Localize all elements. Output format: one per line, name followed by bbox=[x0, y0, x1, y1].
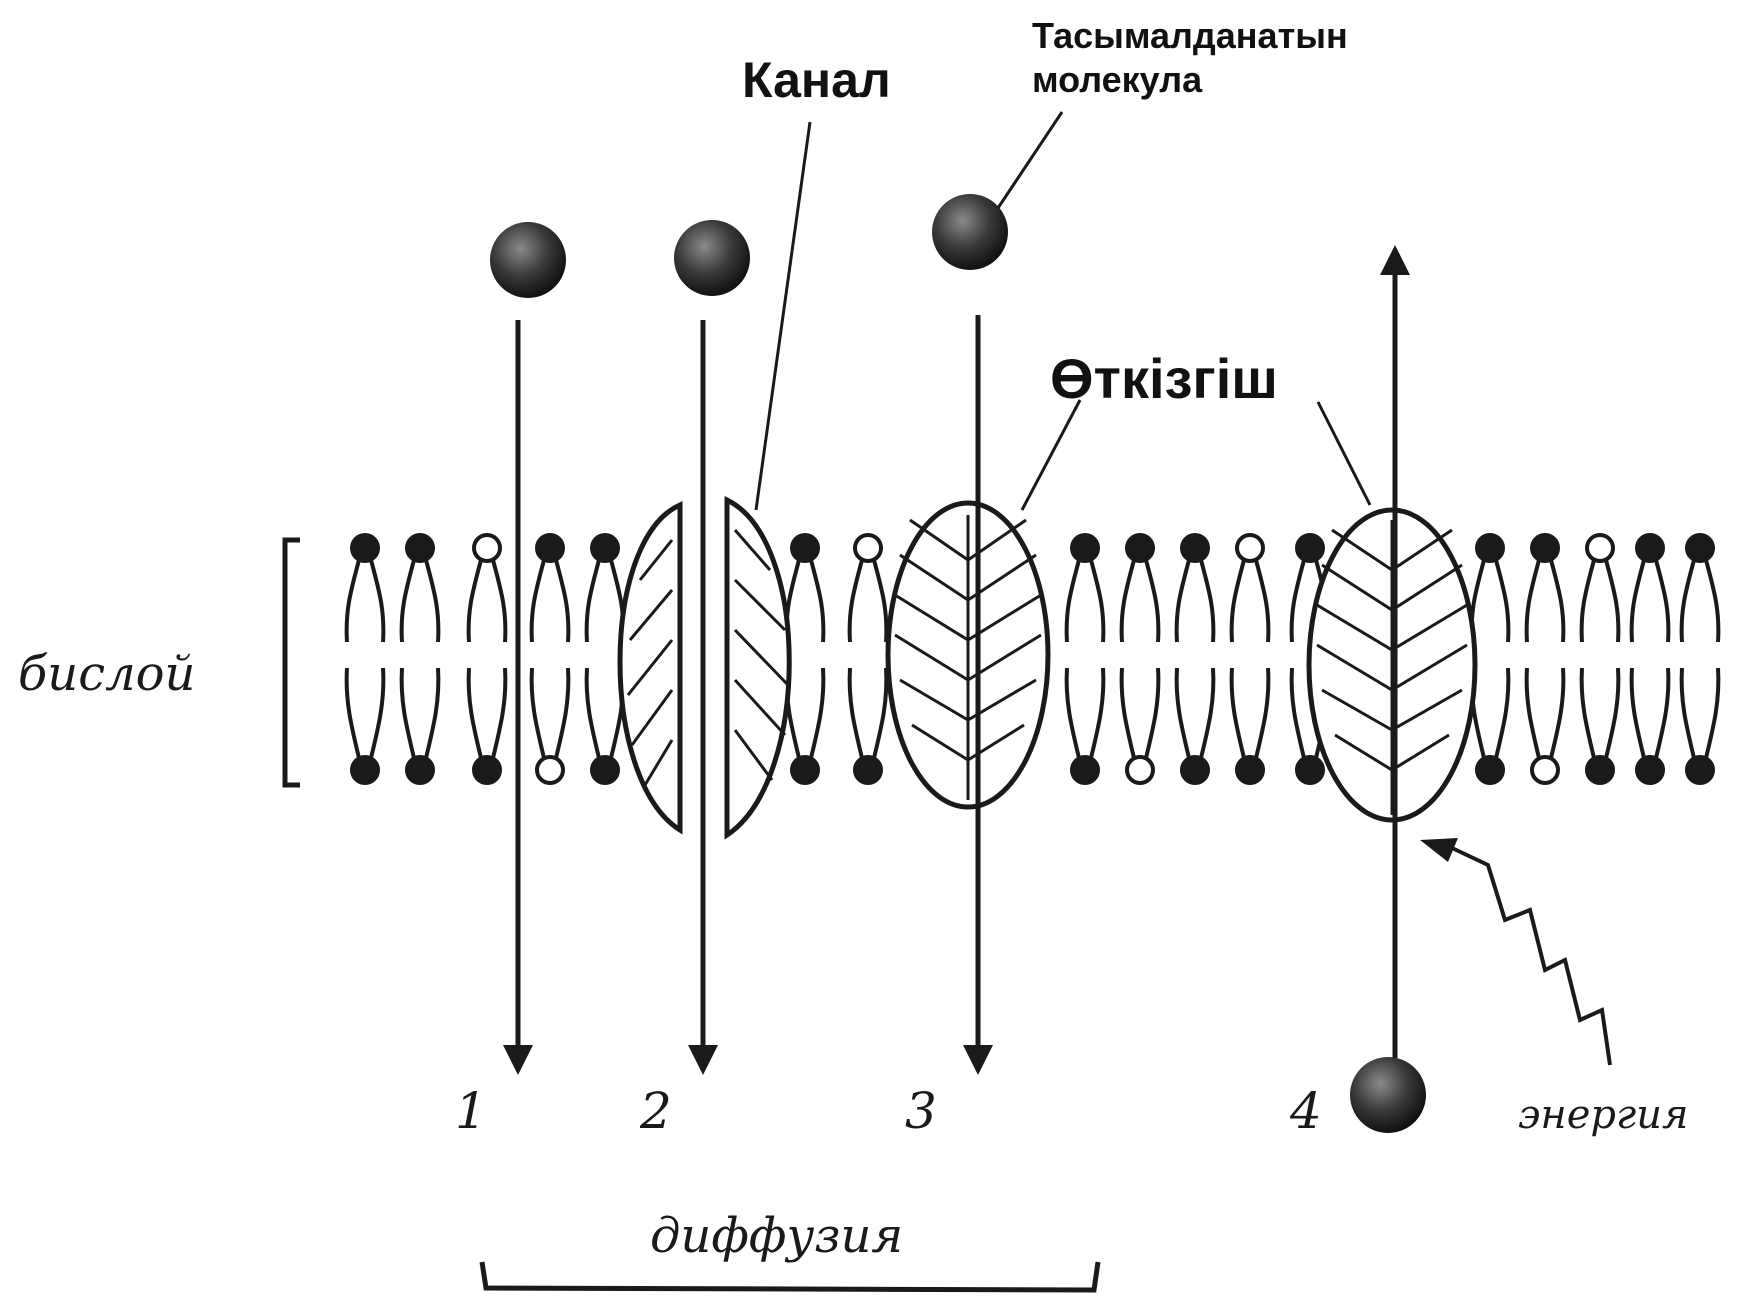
number-label-1: 1 bbox=[455, 1082, 487, 1140]
lipid-bottom bbox=[1177, 668, 1214, 783]
lipid-top bbox=[787, 535, 824, 642]
leader-lines bbox=[756, 112, 1370, 510]
number-label-3: 3 bbox=[905, 1082, 937, 1140]
lipid-bottom bbox=[1122, 668, 1159, 783]
energy-zigzag bbox=[1452, 848, 1610, 1065]
lipid-top bbox=[1067, 535, 1104, 642]
diffusion-label: диффузия bbox=[650, 1208, 903, 1264]
lipid-top bbox=[1682, 535, 1719, 642]
leader-carrier-1 bbox=[1022, 400, 1080, 510]
lipid-bottom bbox=[1632, 668, 1669, 783]
molecule-2 bbox=[674, 220, 750, 296]
lipid-top bbox=[1232, 535, 1269, 642]
lipid-bottom bbox=[347, 668, 384, 783]
number-label-4: 4 bbox=[1289, 1082, 1322, 1140]
lipid-bottom bbox=[469, 668, 506, 783]
number-label-2: 2 bbox=[639, 1082, 672, 1140]
lipid-top bbox=[347, 535, 384, 642]
channel-right-half bbox=[727, 500, 789, 835]
lipid-top bbox=[402, 535, 439, 642]
molecule-4 bbox=[1350, 1057, 1426, 1133]
bilayer-label: бислой bbox=[18, 646, 195, 702]
carrier-protein-2 bbox=[1309, 510, 1475, 820]
lipid-bottom bbox=[1682, 668, 1719, 783]
energy-arrowhead bbox=[1420, 838, 1458, 862]
lipid-top bbox=[1527, 535, 1564, 642]
lipid-top bbox=[1472, 535, 1509, 642]
lipid-bottom bbox=[532, 668, 569, 783]
carrier-protein-1 bbox=[888, 503, 1048, 807]
lipid-bottom bbox=[1067, 668, 1104, 783]
lipid-top bbox=[1582, 535, 1619, 642]
lipid-bottom bbox=[1582, 668, 1619, 783]
bilayer-bracket bbox=[285, 540, 300, 785]
lipid-top bbox=[1122, 535, 1159, 642]
lipid-bottom bbox=[1527, 668, 1564, 783]
lipid-top bbox=[1177, 535, 1214, 642]
diffusion-bracket bbox=[482, 1262, 1098, 1290]
lipid-bottom bbox=[787, 668, 824, 783]
transported-molecule-label: Тасымалданатын молекула bbox=[1032, 15, 1358, 100]
lipid-bottom bbox=[1232, 668, 1269, 783]
lipid-bottom bbox=[1472, 668, 1509, 783]
molecule-3 bbox=[932, 194, 1008, 270]
carrier-label: Өткізгіш bbox=[1050, 347, 1278, 410]
lipid-top bbox=[587, 535, 624, 642]
channel-label: Канал bbox=[742, 52, 891, 108]
molecule-1 bbox=[490, 222, 566, 298]
lipid-top bbox=[469, 535, 506, 642]
leader-channel bbox=[756, 122, 810, 510]
leader-molecule bbox=[998, 112, 1062, 208]
lipid-top bbox=[850, 535, 887, 642]
energy-label: энергия bbox=[1518, 1092, 1689, 1138]
lipid-bottom bbox=[850, 668, 887, 783]
lipid-bottom bbox=[402, 668, 439, 783]
lipid-top bbox=[1632, 535, 1669, 642]
lipid-bottom bbox=[587, 668, 624, 783]
leader-carrier-2 bbox=[1318, 402, 1370, 505]
lipid-top bbox=[532, 535, 569, 642]
